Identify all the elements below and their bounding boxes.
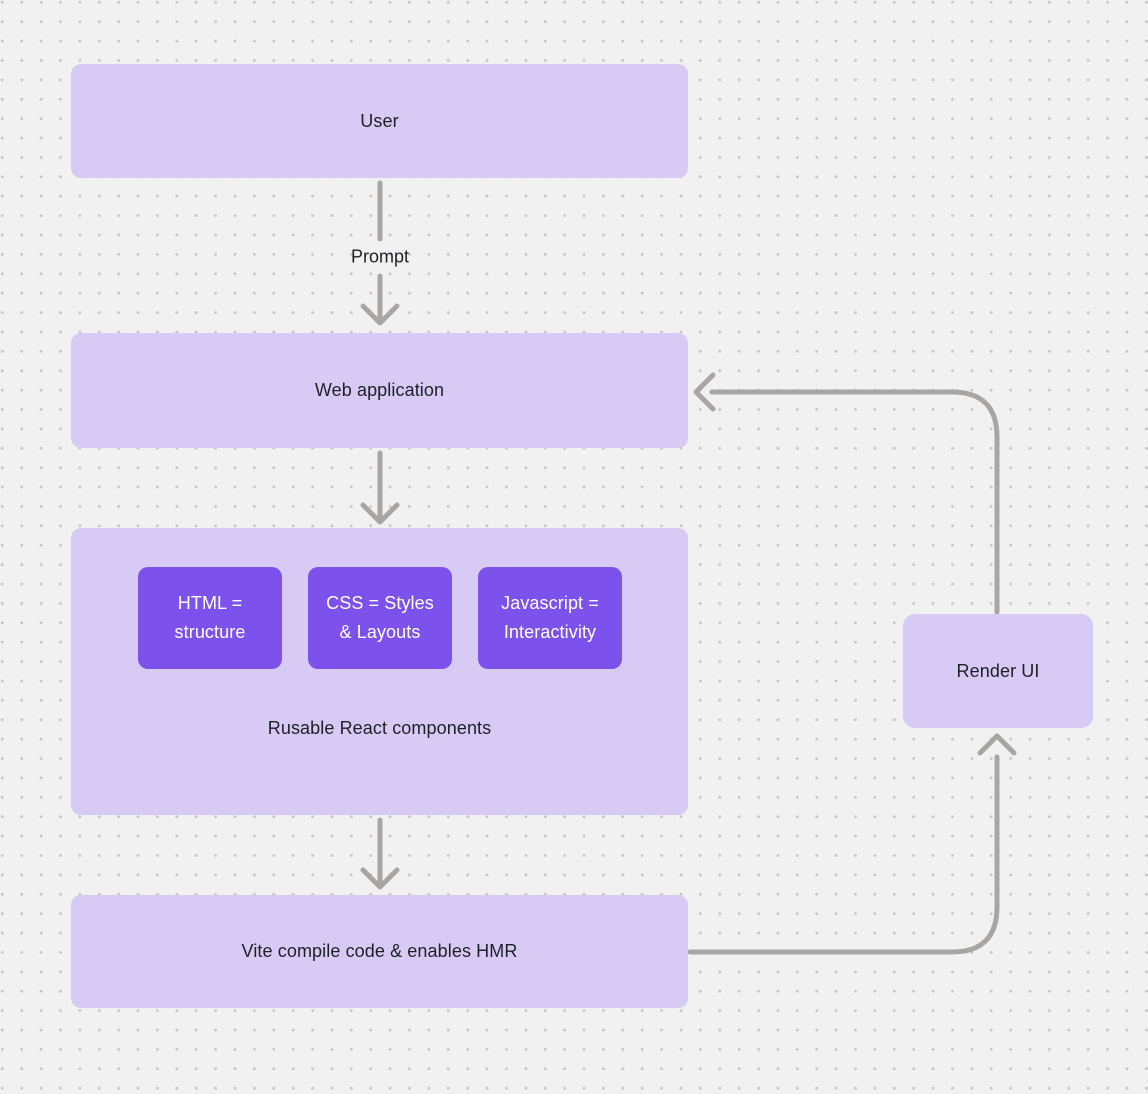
connector-renderui-to-webapp [709,389,1000,615]
node-html-structure-line2: structure [174,622,246,642]
node-user[interactable]: User [71,64,688,178]
edge-label-prompt: Prompt [350,246,410,267]
node-vite-label: Vite compile code & enables HMR [241,941,518,961]
components-inner-row: HTML = structure CSS = Styles & Layouts … [138,567,622,669]
node-render-ui[interactable]: Render UI [903,614,1093,728]
node-css-styles[interactable]: CSS = Styles & Layouts [308,567,452,669]
node-html-structure-line1: HTML = [177,593,243,613]
node-react-components-group[interactable]: HTML = structure CSS = Styles & Layouts … [71,528,688,815]
node-css-styles-line1: CSS = Styles [326,593,434,613]
node-css-styles-line2: & Layouts [339,622,421,642]
node-javascript-interactivity-line1: Javascript = [501,593,599,613]
arrowhead-up-into-renderui-icon [977,733,1017,756]
connector-vite-to-renderui [687,754,1000,955]
node-html-structure[interactable]: HTML = structure [138,567,282,669]
arrowhead-down-into-vite-icon [360,867,400,890]
node-render-ui-label: Render UI [956,660,1040,681]
node-vite[interactable]: Vite compile code & enables HMR [71,895,688,1008]
arrowhead-down-into-webapp-icon [360,303,400,326]
node-web-application-label: Web application [314,380,445,400]
node-web-application[interactable]: Web application [71,333,688,448]
arrowhead-left-into-webapp-icon [693,372,716,412]
components-caption: Rusable React components [267,718,492,738]
node-javascript-interactivity[interactable]: Javascript = Interactivity [478,567,622,669]
node-javascript-interactivity-line2: Interactivity [503,622,597,642]
arrowhead-down-into-components-icon [360,502,400,525]
node-user-label: User [360,110,399,131]
